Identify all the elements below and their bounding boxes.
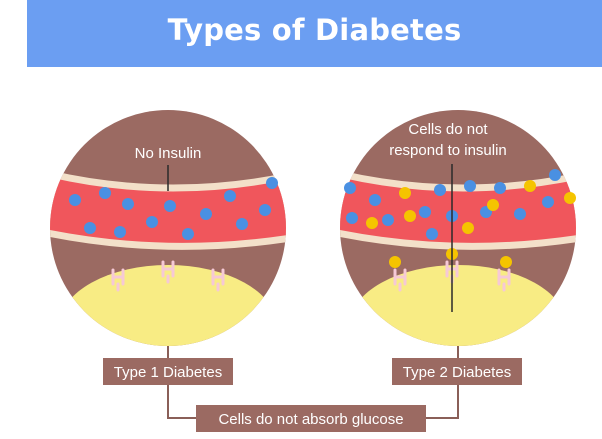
type1-callout-text: No Insulin (135, 145, 202, 162)
receptor-icon (111, 268, 125, 292)
type2-insulin-dots (366, 180, 576, 268)
glucose-dot (99, 187, 111, 199)
glucose-dot (259, 204, 271, 216)
connector-lines (167, 346, 459, 419)
type2-panel: Cells do not respond to insulin (340, 110, 576, 346)
insulin-dot (524, 180, 536, 192)
glucose-dot (419, 206, 431, 218)
receptor-icon (211, 268, 225, 292)
type2-glucose-dots (344, 169, 561, 240)
glucose-dot (346, 212, 358, 224)
type1-label-text: Type 1 Diabetes (114, 364, 222, 381)
type2-blood-vessel (340, 175, 576, 243)
glucose-dot (514, 208, 526, 220)
receptor-icon (445, 260, 459, 284)
type2-label-text: Type 2 Diabetes (403, 364, 511, 381)
glucose-dot (69, 194, 81, 206)
type2-receptors (393, 260, 511, 292)
type1-label: Type 1 Diabetes (103, 358, 233, 385)
insulin-dot (366, 217, 378, 229)
type2-label-box (392, 358, 522, 385)
glucose-dot (200, 208, 212, 220)
glucose-dot (434, 184, 446, 196)
page-title: Types of Diabetes (167, 13, 462, 47)
type1-connector-bottom (167, 385, 196, 419)
glucose-dot (549, 169, 561, 181)
type2-label: Type 2 Diabetes (392, 358, 522, 385)
type2-callout-line2: respond to insulin (389, 142, 507, 159)
type1-label-box (103, 358, 233, 385)
type2-cell (350, 265, 566, 346)
glucose-dot (382, 214, 394, 226)
glucose-dot (369, 194, 381, 206)
receptor-icon (161, 260, 175, 284)
insulin-dot (564, 192, 576, 204)
glucose-dot (164, 200, 176, 212)
glucose-dot (182, 228, 194, 240)
type2-callout-line1: Cells do not (408, 121, 488, 138)
glucose-dot (494, 182, 506, 194)
type2-connector-bottom (426, 385, 459, 419)
glucose-dot (236, 218, 248, 230)
type1-glucose-dots (69, 177, 278, 240)
type1-cell (60, 265, 276, 346)
insulin-dot (462, 222, 474, 234)
type1-panel: No Insulin (50, 110, 286, 346)
bottom-label-box (196, 405, 426, 432)
bottom-label-text: Cells do not absorb glucose (218, 411, 403, 428)
glucose-dot (224, 190, 236, 202)
title-banner: Types of Diabetes (27, 0, 602, 67)
glucose-dot (146, 216, 158, 228)
insulin-dot (399, 187, 411, 199)
receptor-icon (393, 268, 407, 292)
glucose-dot (426, 228, 438, 240)
glucose-dot (122, 198, 134, 210)
bottom-label: Cells do not absorb glucose (196, 405, 426, 432)
glucose-dot (114, 226, 126, 238)
glucose-dot (542, 196, 554, 208)
insulin-dot (389, 256, 401, 268)
glucose-dot (464, 180, 476, 192)
type1-receptors (111, 260, 225, 292)
glucose-dot (344, 182, 356, 194)
insulin-dot (404, 210, 416, 222)
receptor-icon (497, 268, 511, 292)
glucose-dot (84, 222, 96, 234)
insulin-dot (487, 199, 499, 211)
glucose-dot (266, 177, 278, 189)
insulin-dot (500, 256, 512, 268)
